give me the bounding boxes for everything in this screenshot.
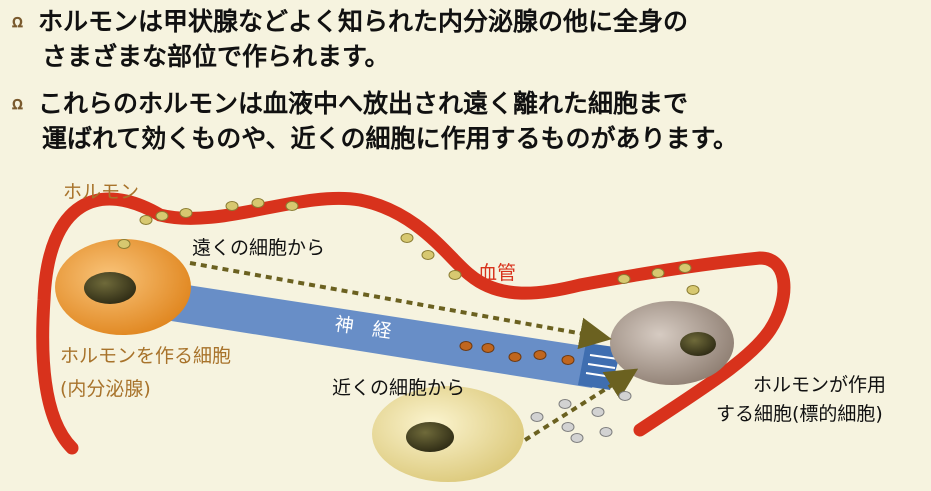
bullet-1: ꭥ ホルモンは甲状腺などよく知られた内分泌腺の他に全身の さまざまな部位で作られま… [12, 4, 688, 74]
bullet-1-line2: さまざまな部位で作られます。 [42, 42, 390, 71]
bullet-2-line1: これらのホルモンは血液中へ放出され遠く離れた細胞まで [38, 89, 689, 118]
blood-vessel-label: 血管 [478, 262, 516, 284]
bullet-1-line1: ホルモンは甲状腺などよく知られた内分泌腺の他に全身の [38, 7, 689, 36]
producer-cell-nucleus-icon [84, 272, 136, 304]
producer-label-line1: ホルモンを作る細胞 [60, 345, 231, 367]
target-cell-nucleus-icon [680, 332, 716, 356]
far-cells-arrow [189, 261, 612, 350]
near-cells-arrow [523, 368, 639, 442]
nerve-dots [459, 341, 575, 365]
target-label-line2: する細胞(標的細胞) [716, 403, 883, 425]
near-cells-label: 近くの細胞から [332, 377, 465, 399]
near-cell-nucleus-icon [406, 422, 454, 452]
target-label-line1: ホルモンが作用 [753, 374, 886, 396]
producer-label-line2: (内分泌腺) [60, 378, 151, 400]
hormone-label: ホルモン [63, 181, 139, 203]
bullet-2: ꭥ これらのホルモンは血液中へ放出され遠く離れた細胞まで 運ばれて効くものや、近く… [12, 86, 738, 156]
far-cells-label: 遠くの細胞から [192, 237, 325, 259]
target-cell [610, 301, 734, 385]
bullet-2-line2: 運ばれて効くものや、近くの細胞に作用するものがあります。 [42, 124, 739, 153]
hormone-dots [117, 198, 700, 295]
nerve [140, 280, 610, 388]
bullet-mark-icon: ꭥ [12, 93, 23, 114]
near-dots [530, 391, 632, 443]
bullet-mark-icon: ꭥ [12, 11, 23, 32]
blood-vessel [36, 191, 791, 455]
